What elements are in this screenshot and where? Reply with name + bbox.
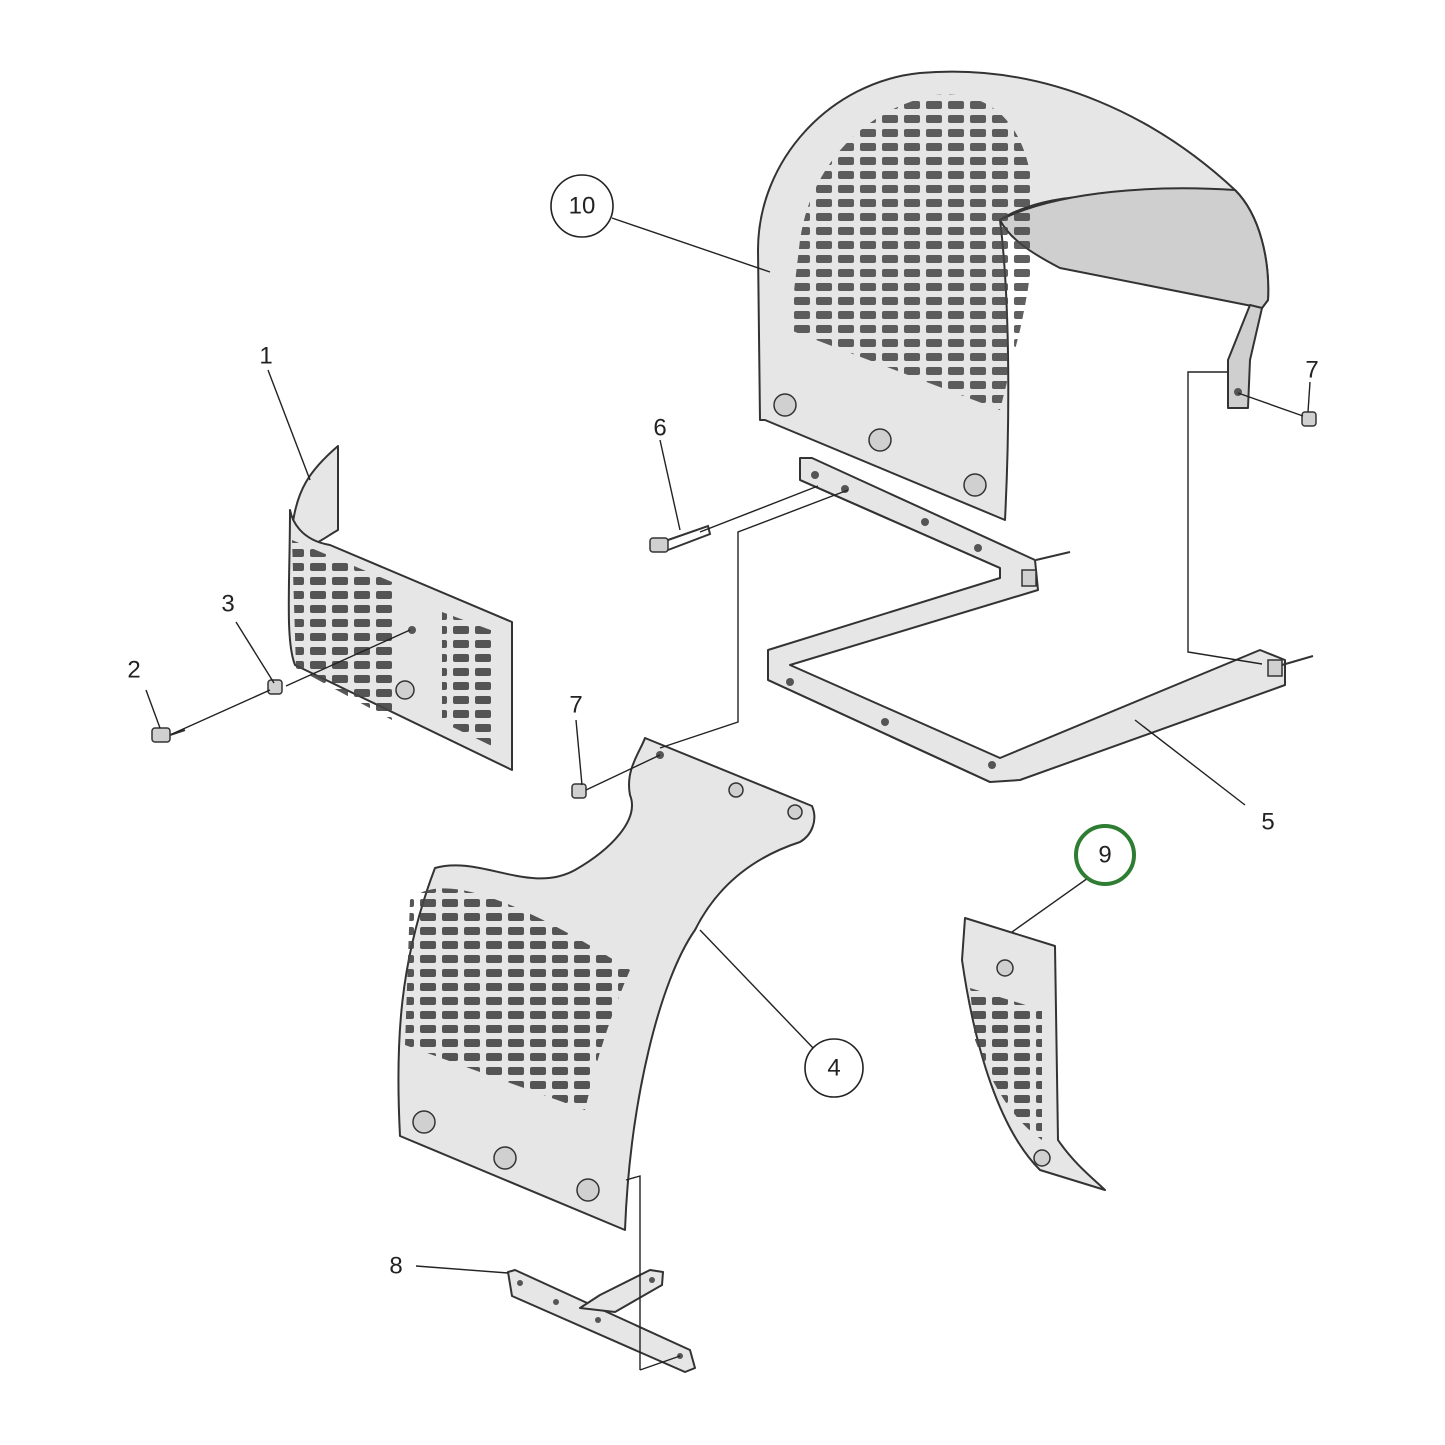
callout-10: 10 [550, 174, 614, 238]
part-4-front-shield [397, 737, 816, 1231]
callout-4: 4 [804, 1038, 864, 1098]
part-9-small-panel [961, 917, 1106, 1191]
label-6: 6 [653, 415, 666, 442]
label-1: 1 [259, 343, 272, 370]
part-7-bolt-right [1301, 411, 1317, 427]
part-7-bolt-left [571, 783, 587, 799]
callout-10-text: 10 [569, 193, 596, 220]
label-3: 3 [221, 591, 234, 618]
part-5-u-bracket [767, 457, 1314, 783]
label-2: 2 [127, 657, 140, 684]
callout-4-text: 4 [827, 1055, 840, 1082]
part-10-top-shield [757, 70, 1270, 521]
label-7-right: 7 [1305, 357, 1318, 384]
label-7-left: 7 [569, 692, 582, 719]
part-6-bolt [649, 524, 712, 553]
label-8: 8 [389, 1253, 402, 1280]
part-8-lower-bracket [507, 1269, 696, 1373]
callout-9-text: 9 [1098, 842, 1111, 869]
label-5: 5 [1261, 809, 1274, 836]
callout-9-ring [1074, 824, 1136, 886]
callout-9-highlighted: 9 [1074, 824, 1136, 886]
leader-lines [145, 217, 1311, 1371]
part-3-washer [267, 679, 283, 695]
part-1-side-panel [287, 445, 513, 771]
